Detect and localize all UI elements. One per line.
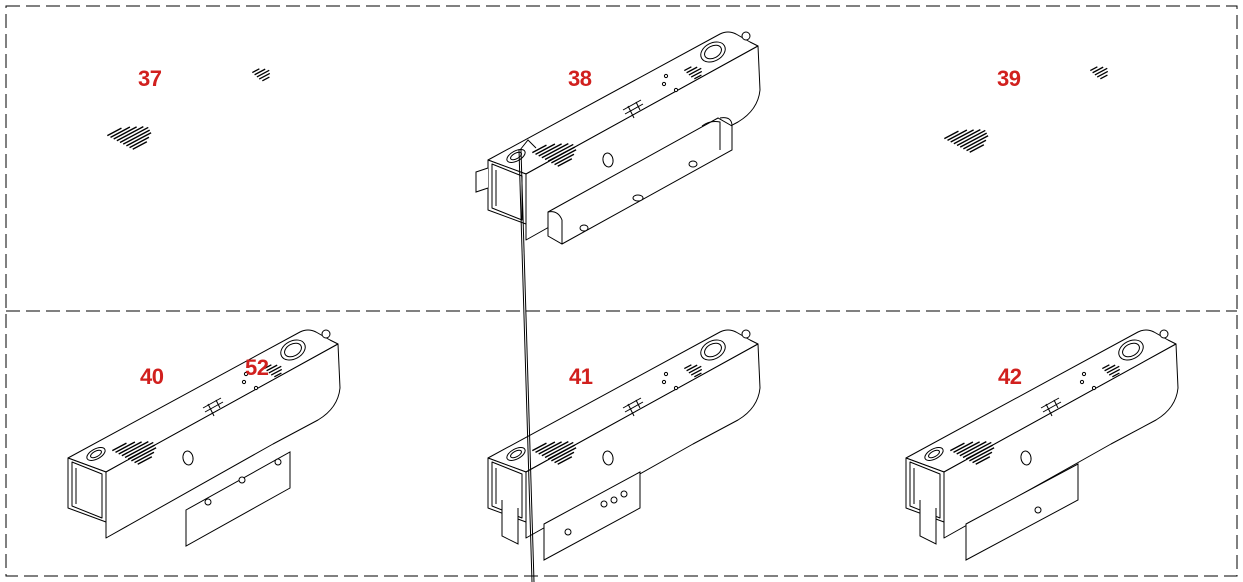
- callout-38: 38: [568, 66, 592, 91]
- callout-39: 39: [997, 66, 1021, 91]
- decal-37: [107, 116, 155, 158]
- callout-37: 37: [138, 66, 162, 91]
- bracket-42: [905, 329, 1179, 561]
- bracket-38: [475, 31, 761, 245]
- leader-line: [518, 139, 537, 582]
- callout-41: 41: [569, 364, 593, 389]
- callout-52: 52: [245, 355, 269, 380]
- bracket-40: [67, 329, 341, 547]
- bracket-41: [487, 329, 761, 561]
- callout-42: 42: [998, 364, 1022, 389]
- callout-40: 40: [140, 364, 164, 389]
